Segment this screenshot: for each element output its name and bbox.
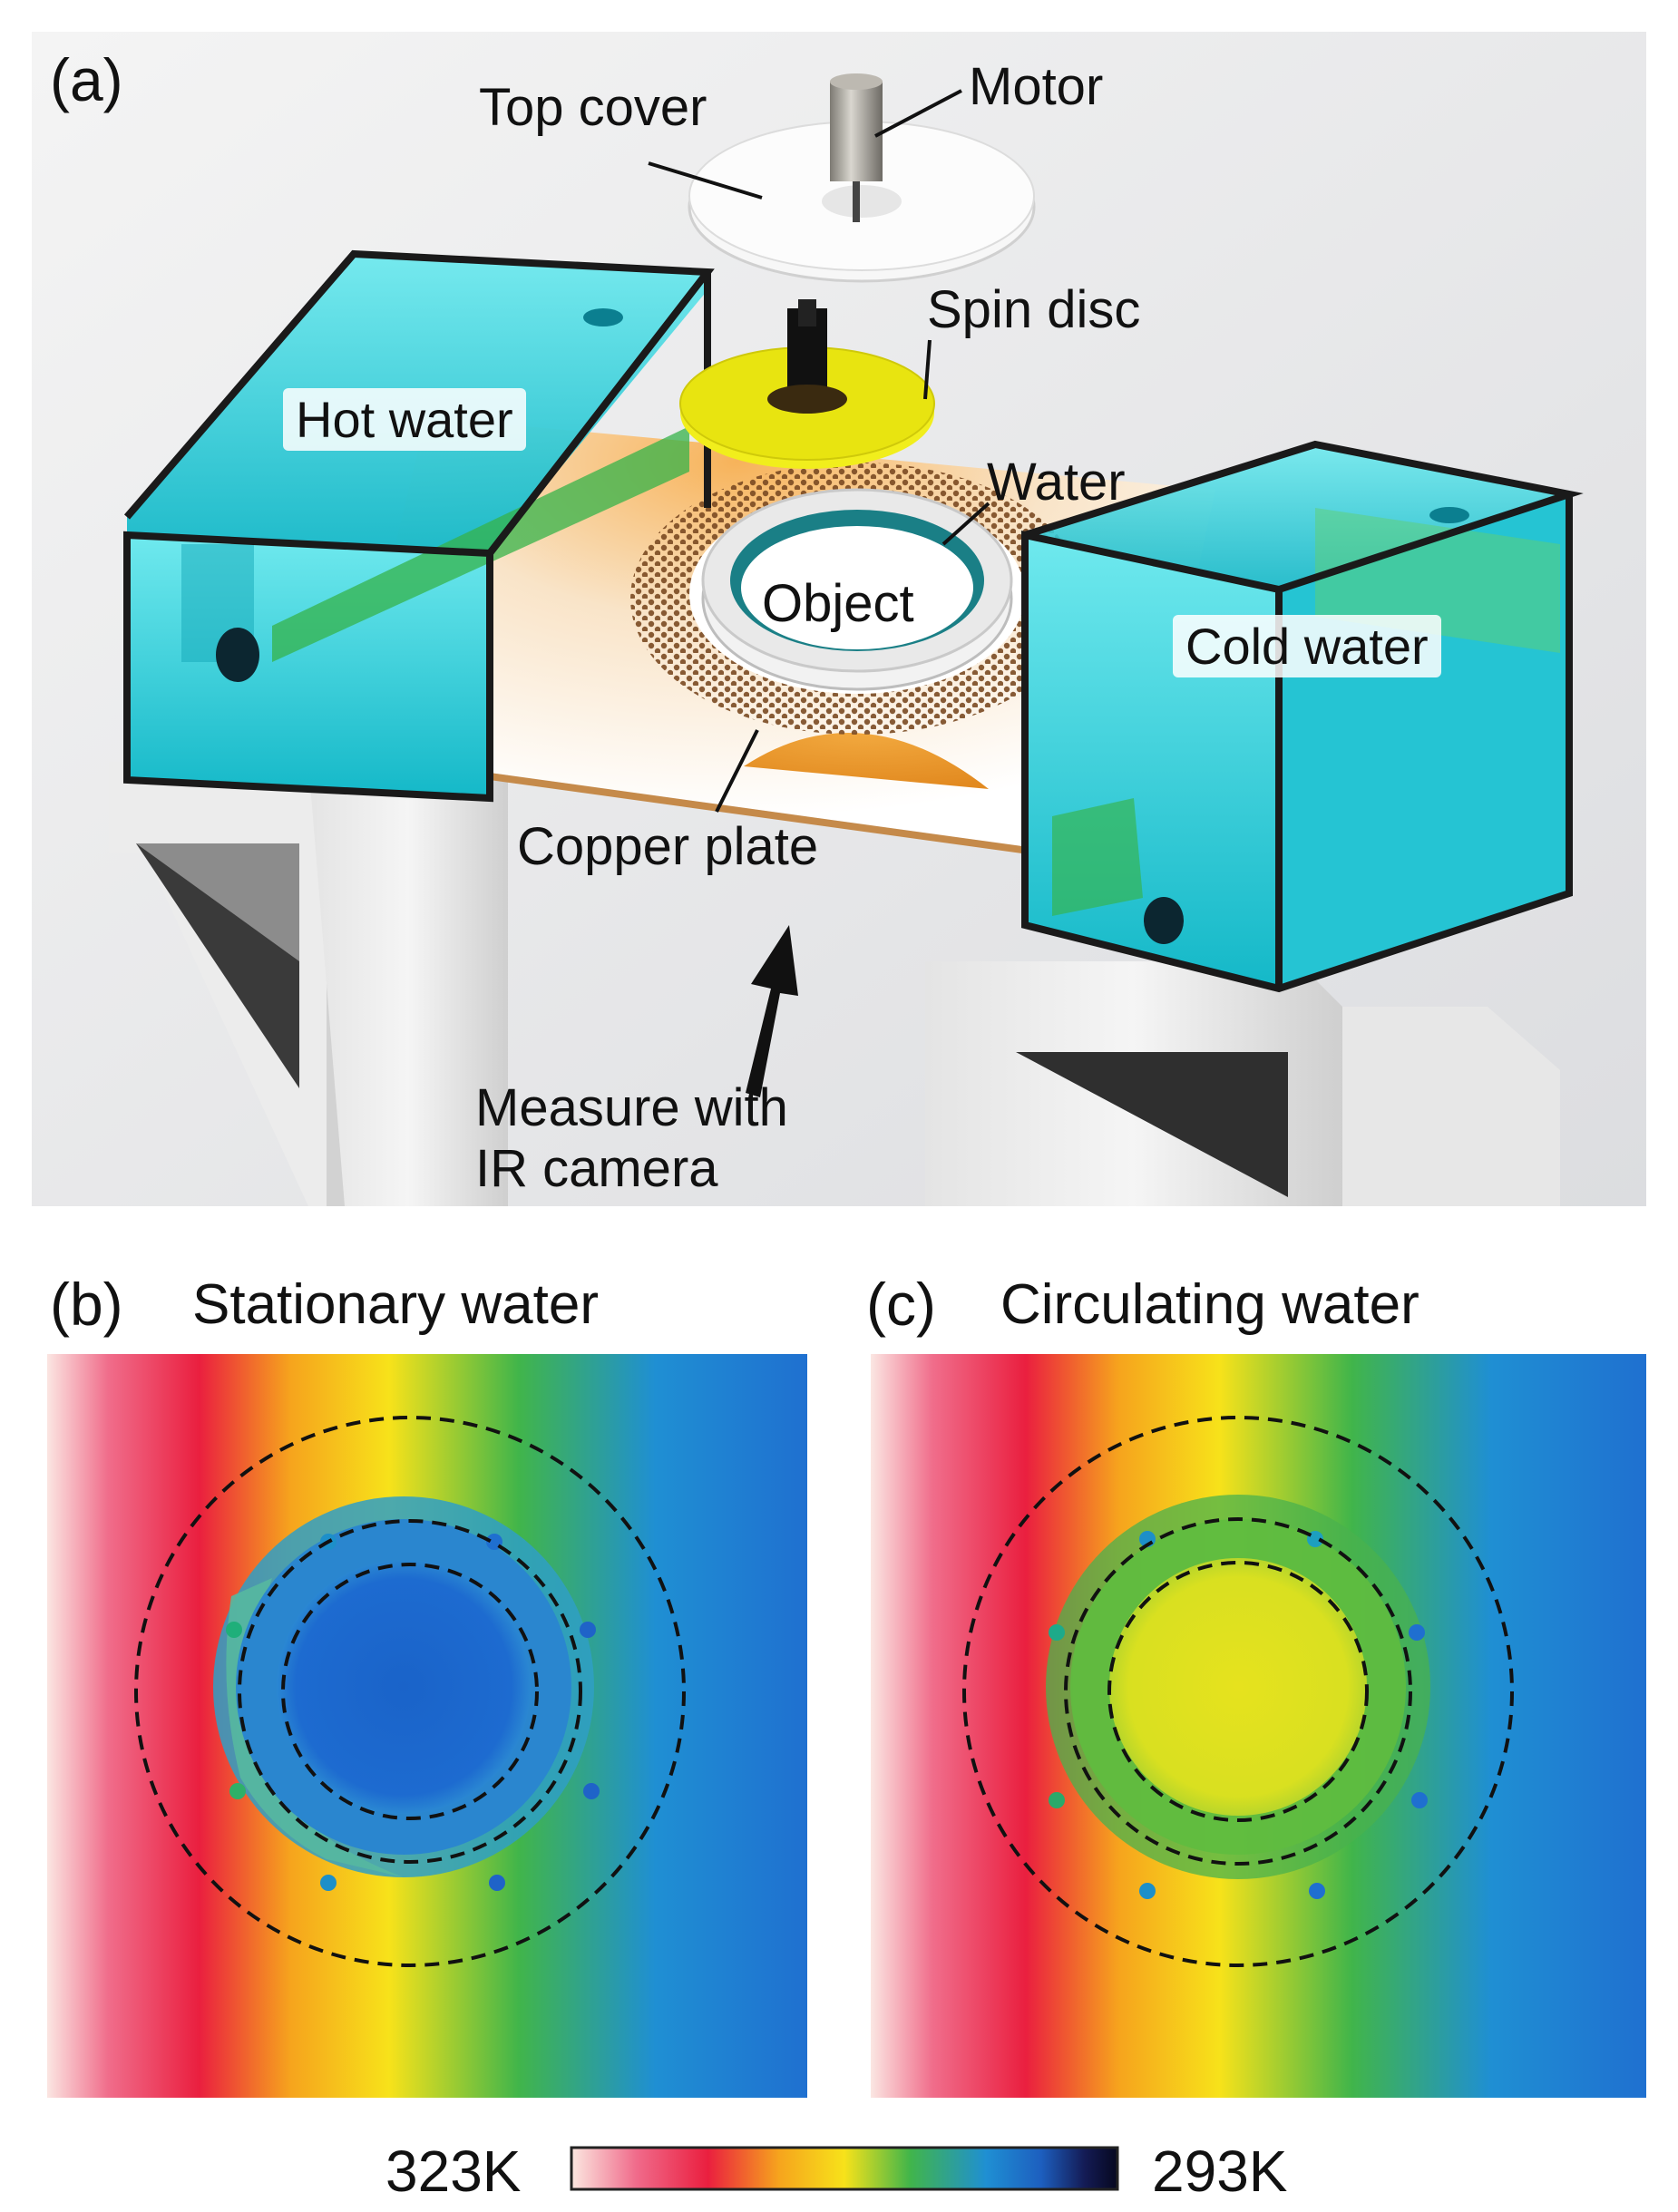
label-measure-line1: Measure with [475,1078,788,1137]
panel-c-title: Circulating water [1000,1273,1419,1336]
colorbar [570,2146,1119,2191]
panel-c-letter: (c) [866,1271,936,1338]
label-motor: Motor [969,57,1104,116]
colorbar-left-label: 323K [385,2139,522,2204]
panel-b-title: Stationary water [192,1273,599,1336]
panel-a-letter: (a) [50,46,123,113]
panel-b-letter: (b) [50,1271,123,1338]
label-water: Water [987,453,1126,512]
label-top-cover: Top cover [479,78,707,137]
label-measure-line2: IR camera [475,1139,718,1198]
label-spin-disc: Spin disc [927,280,1141,339]
panel-a-illustration [32,32,1646,1206]
label-copper-plate: Copper plate [517,817,819,876]
label-hot-water: Hot water [283,388,526,451]
panel-c-map [871,1354,1646,2098]
colorbar-right-label: 293K [1152,2139,1288,2204]
label-object: Object [762,574,914,633]
label-cold-water: Cold water [1173,615,1441,677]
panel-b-map [47,1354,807,2098]
